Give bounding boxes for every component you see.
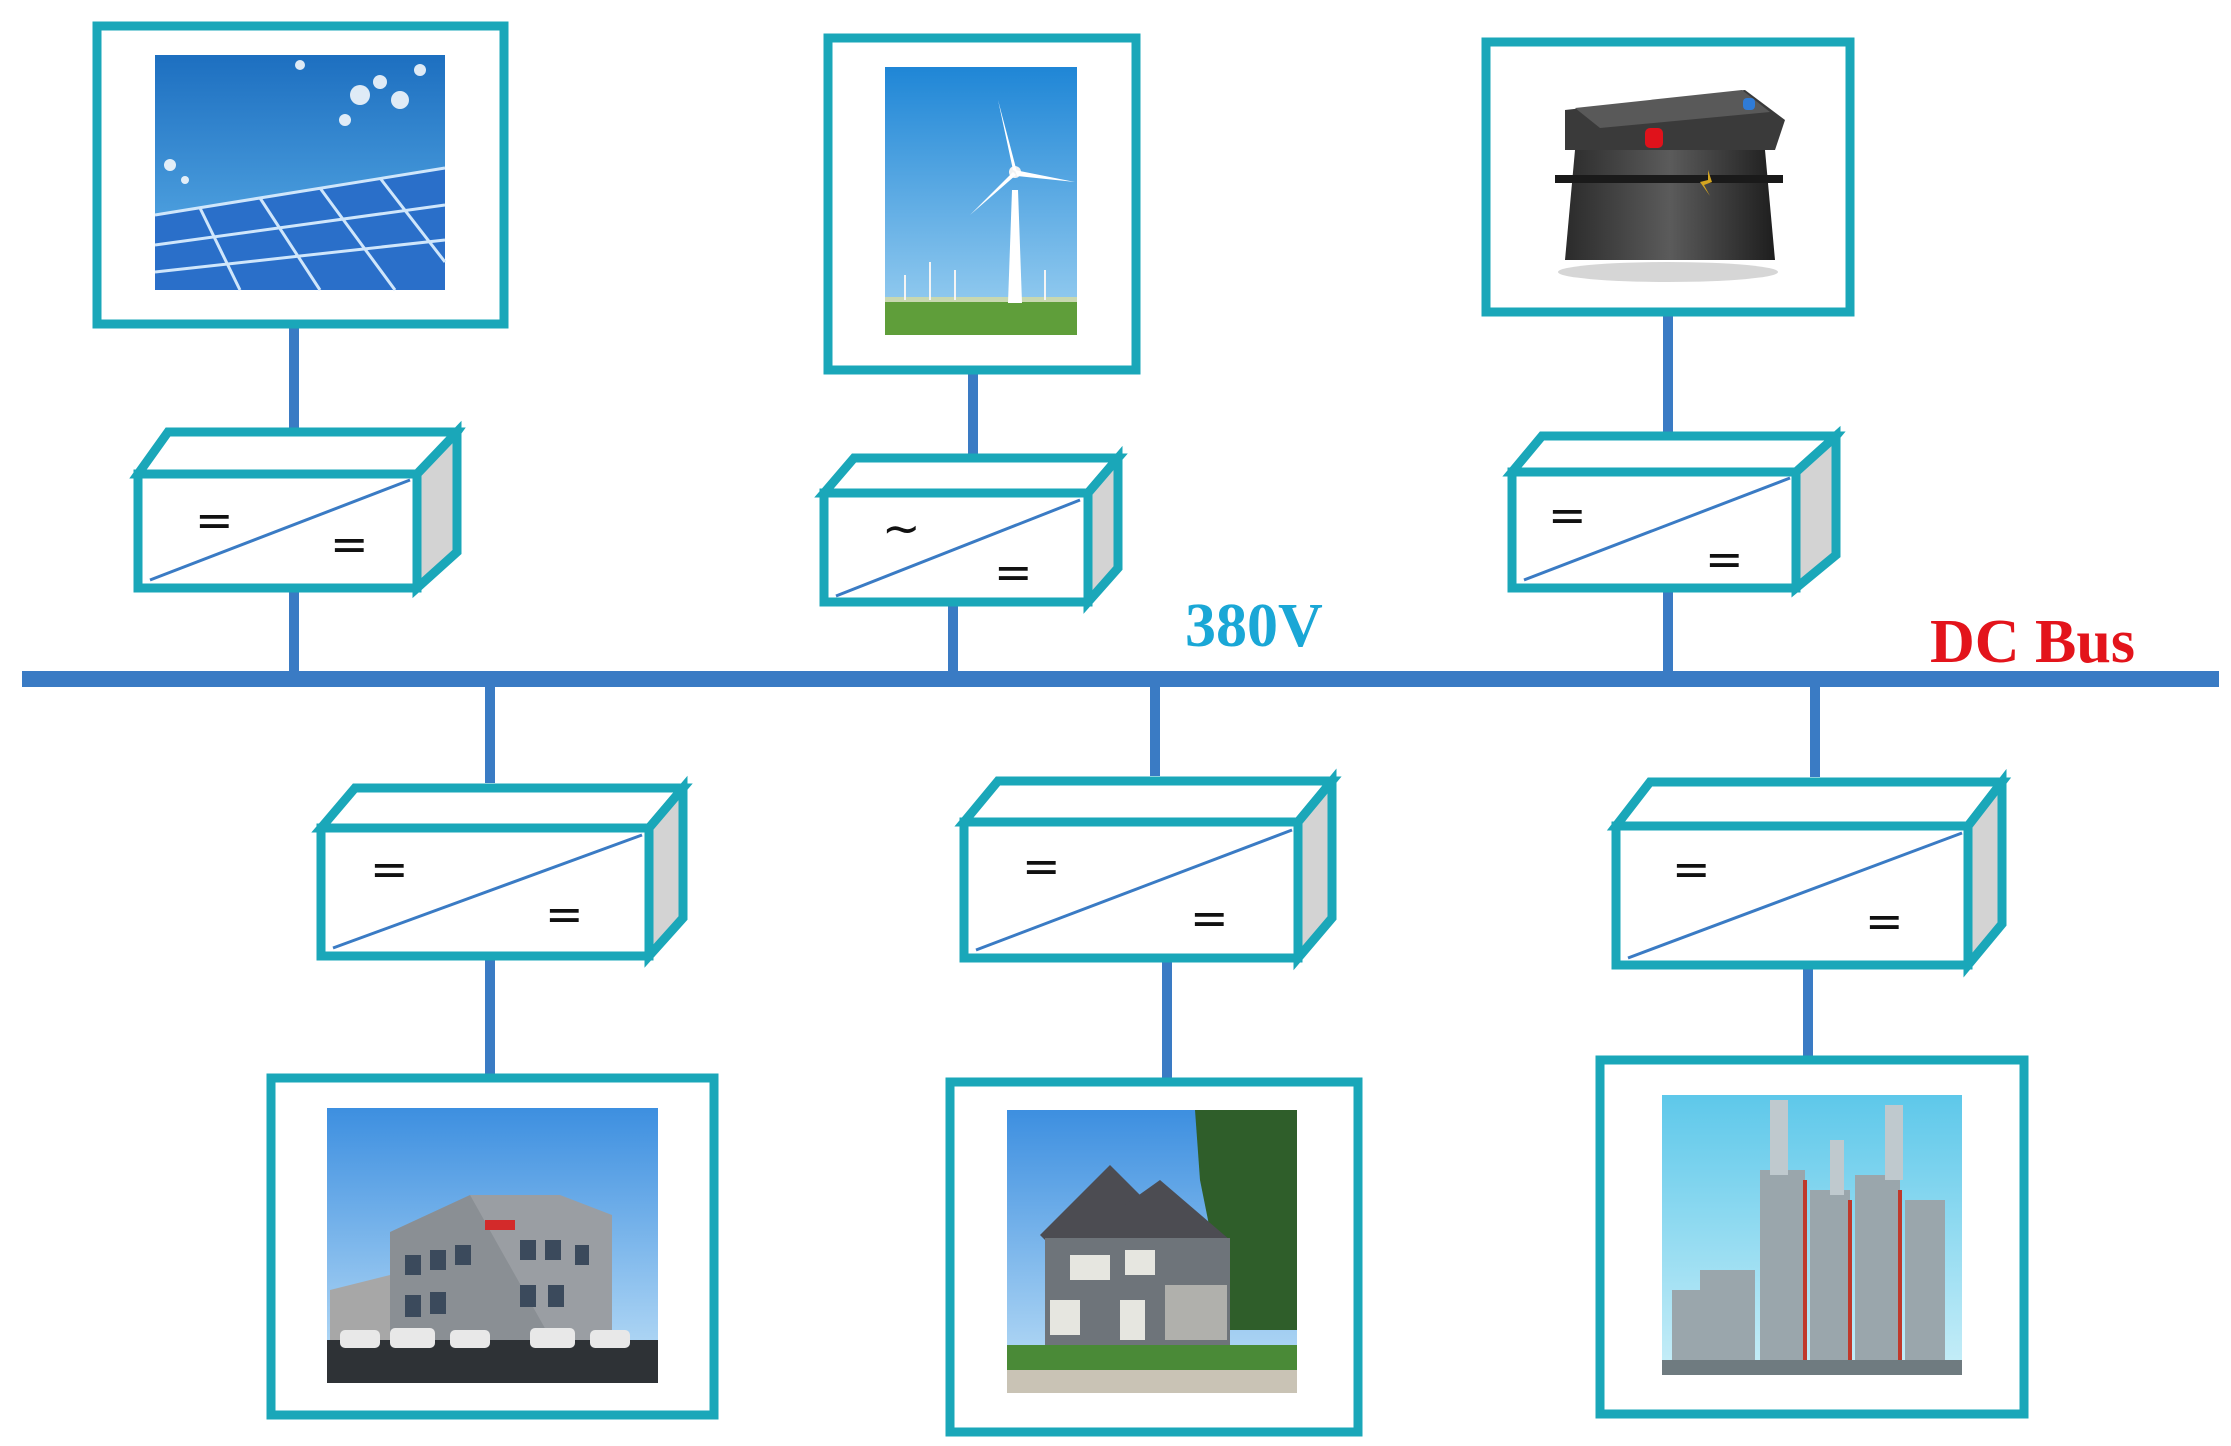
office-building-icon — [327, 1108, 658, 1383]
bus-voltage-label: 380V — [1185, 592, 1323, 660]
converter-output-symbol: = — [545, 887, 584, 941]
house-icon — [1007, 1110, 1297, 1393]
converter-input-symbol: = — [1548, 488, 1587, 542]
converter-house: = = — [954, 768, 1342, 971]
converter-output-symbol: = — [1705, 532, 1744, 586]
converter-input-symbol: = — [1022, 839, 1061, 893]
converter-output-symbol: = — [330, 517, 369, 571]
converter-input-symbol: = — [1672, 842, 1711, 896]
solar-panel-icon — [154, 55, 447, 291]
converter-input-symbol: = — [195, 493, 234, 547]
converter-wind: ~ = — [814, 445, 1128, 614]
converter-input-symbol: ~ — [882, 501, 921, 555]
wind-turbine-icon — [885, 67, 1077, 335]
source-solar-panel — [92, 21, 509, 329]
converter-output-symbol: = — [994, 545, 1033, 599]
source-battery — [1481, 37, 1855, 317]
connection-lines — [289, 312, 1820, 1078]
battery-icon — [1555, 90, 1785, 282]
converter-input-symbol: = — [370, 842, 409, 896]
converter-output-symbol: = — [1190, 891, 1229, 945]
load-office-building — [266, 1073, 719, 1420]
converter-battery: = = — [1502, 425, 1846, 598]
factory-icon — [1662, 1095, 1962, 1375]
converter-output-symbol: = — [1865, 894, 1904, 948]
load-factory — [1595, 1055, 2029, 1419]
converter-factory: = = — [1606, 768, 2012, 978]
converter-solar: = = — [129, 420, 466, 599]
dc-bus-line — [22, 671, 2219, 687]
source-wind-turbine — [823, 33, 1141, 375]
load-house — [945, 1077, 1363, 1437]
dc-bus-label: DC Bus — [1930, 608, 2135, 676]
converter-office: = = — [311, 775, 693, 968]
